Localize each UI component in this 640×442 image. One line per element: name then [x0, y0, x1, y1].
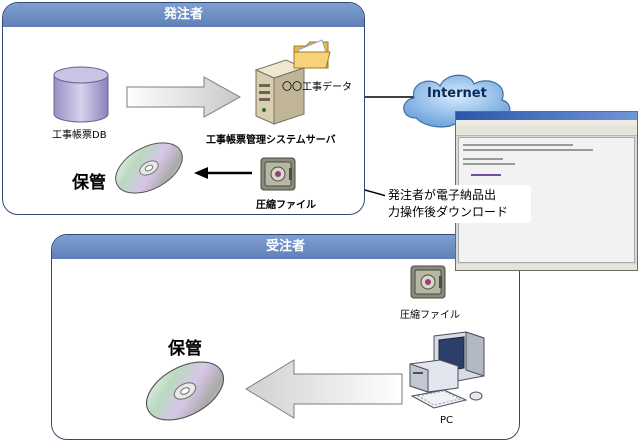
db-label: 工事帳票DB — [52, 130, 107, 141]
pc-to-cd-arrow-icon — [245, 359, 403, 419]
text-line — [463, 149, 593, 151]
contractor-storage-label: 保管 — [168, 339, 202, 359]
contractor-archive-label: 圧縮ファイル — [400, 310, 460, 321]
pc-icon — [409, 331, 485, 409]
orderer-storage-label: 保管 — [72, 173, 106, 193]
orderer-archive-label: 圧縮ファイル — [256, 200, 316, 211]
contractor-panel-title: 受注者 — [52, 235, 519, 259]
db-to-server-arrow-icon — [126, 76, 242, 118]
browser-menubar — [456, 120, 637, 126]
download-note-line2: 力操作後ダウンロード — [388, 205, 509, 219]
browser-toolbar — [456, 126, 637, 136]
download-note: 発注者が電子納品出 力操作後ダウンロード — [385, 185, 531, 223]
text-line — [463, 144, 573, 146]
text-line — [463, 158, 503, 160]
cd-icon — [115, 142, 183, 194]
safe-icon — [410, 265, 446, 299]
download-note-line1: 発注者が電子納品出 — [388, 188, 497, 202]
database-icon — [53, 66, 109, 123]
orderer-panel-title: 発注者 — [3, 3, 364, 27]
internet-label: Internet — [427, 86, 487, 101]
server-label: 工事帳票管理システムサーバ — [206, 135, 336, 146]
cd-icon — [146, 361, 224, 421]
server-icon — [254, 59, 306, 125]
data-label: 〇〇工事データ — [282, 82, 352, 93]
browser-titlebar — [456, 112, 637, 120]
archive-to-cd-arrow-icon — [194, 167, 252, 179]
pc-label: PC — [440, 415, 454, 426]
safe-icon — [260, 157, 296, 191]
browser-statusbar — [456, 264, 637, 270]
folder-icon — [293, 39, 331, 69]
text-line — [463, 163, 515, 165]
download-link[interactable] — [471, 174, 501, 176]
